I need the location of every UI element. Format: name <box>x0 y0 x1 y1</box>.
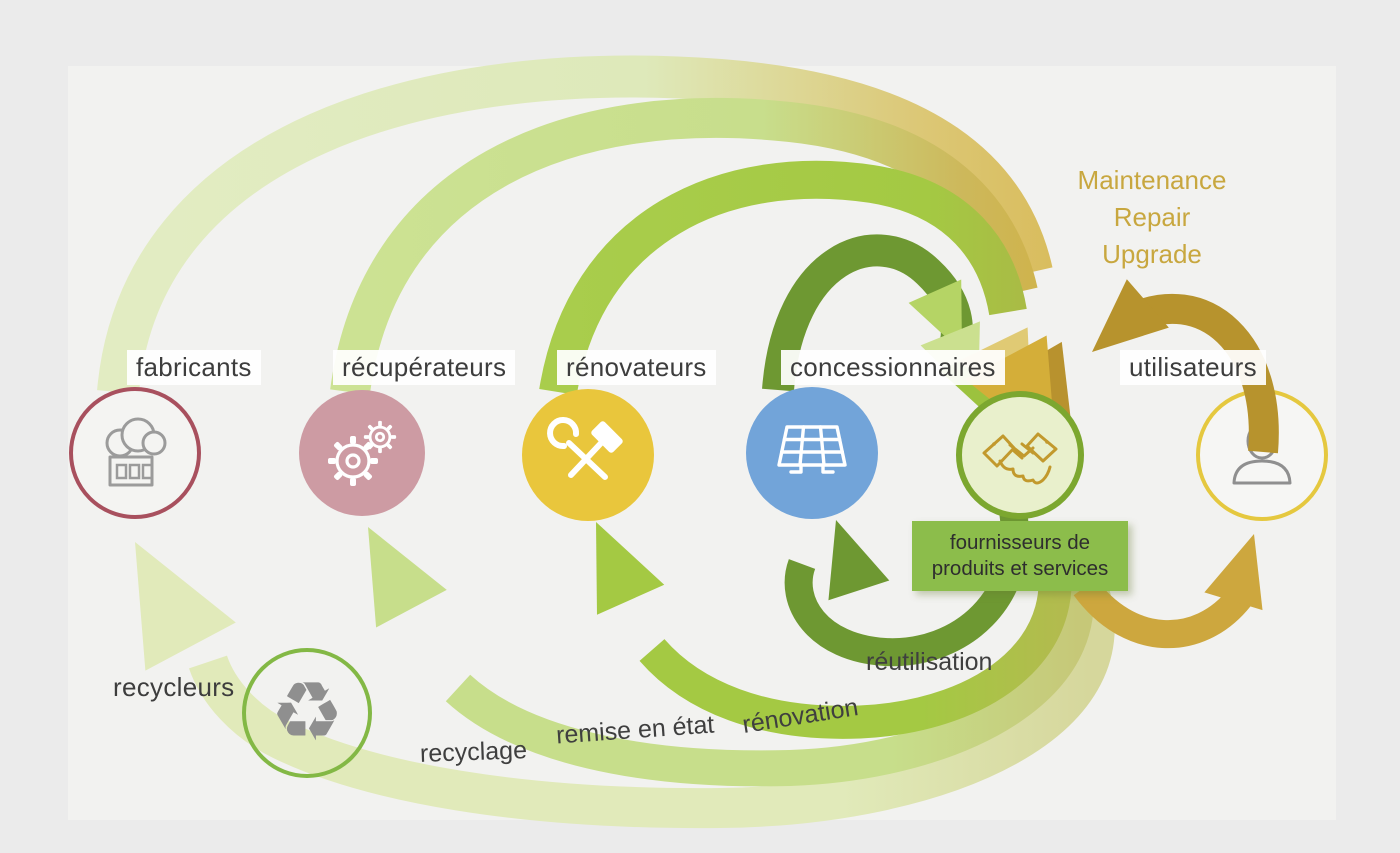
arc-recuperateurs-to-fournisseurs <box>330 97 1038 395</box>
arrowhead-reutilisation <box>828 520 890 601</box>
label-concessionnaires: concessionnaires <box>781 350 1005 385</box>
label-fabricants: fabricants <box>127 350 261 385</box>
arc-renovateurs-to-fournisseurs <box>539 160 1027 396</box>
node-recycleurs: ♻ <box>242 648 372 778</box>
node-fabricants <box>69 387 201 519</box>
gears-icon <box>328 420 397 486</box>
handshake-icon <box>982 432 1058 485</box>
maintenance-line-1: Maintenance <box>1077 165 1227 195</box>
label-utilisateurs: utilisateurs <box>1120 350 1266 385</box>
arc-fournisseurs-to-utilisateurs <box>1073 578 1251 649</box>
label-renovateurs: rénovateurs <box>557 350 716 385</box>
arrowhead-renovation <box>596 522 665 615</box>
maintenance-line-2: Repair <box>1113 202 1191 232</box>
arrowhead-green-chevron <box>908 279 962 352</box>
node-concessionnaires <box>746 387 878 519</box>
node-fournisseurs <box>956 391 1084 519</box>
fournisseurs-box-line-1: fournisseurs de <box>949 531 1091 554</box>
arc-fabricants-to-fournisseurs <box>97 55 1053 394</box>
fournisseurs-box: fournisseurs de produits et services <box>912 521 1128 591</box>
recycle-icon: ♻ <box>270 665 344 760</box>
arc-utilisateurs-to-fournisseurs <box>1121 294 1279 454</box>
label-flow-reutilisation: réutilisation <box>866 648 993 676</box>
label-recuperateurs: récupérateurs <box>333 350 516 385</box>
node-recuperateurs <box>299 390 425 516</box>
maintenance-line-3: Upgrade <box>1102 239 1202 269</box>
arrowhead-maintenance <box>1092 279 1169 352</box>
arrowhead-remise-en-etat <box>368 527 447 628</box>
label-flow-recyclage: recyclage <box>419 736 528 768</box>
label-recycleurs: recycleurs <box>113 672 235 702</box>
solar-panel-icon <box>777 425 847 474</box>
arrowhead-recyclage <box>135 542 236 671</box>
fournisseurs-box-line-2: produits et services <box>931 557 1109 580</box>
factory-icon <box>105 417 167 487</box>
tools-icon <box>547 417 623 480</box>
arc-remise-en-etat <box>445 553 1094 787</box>
arc-renovation <box>639 534 1072 739</box>
maintenance-text-block: Maintenance Repair Upgrade <box>1030 162 1274 273</box>
arrowhead-to-utilisateurs <box>1204 534 1263 611</box>
node-renovateurs <box>522 389 654 521</box>
